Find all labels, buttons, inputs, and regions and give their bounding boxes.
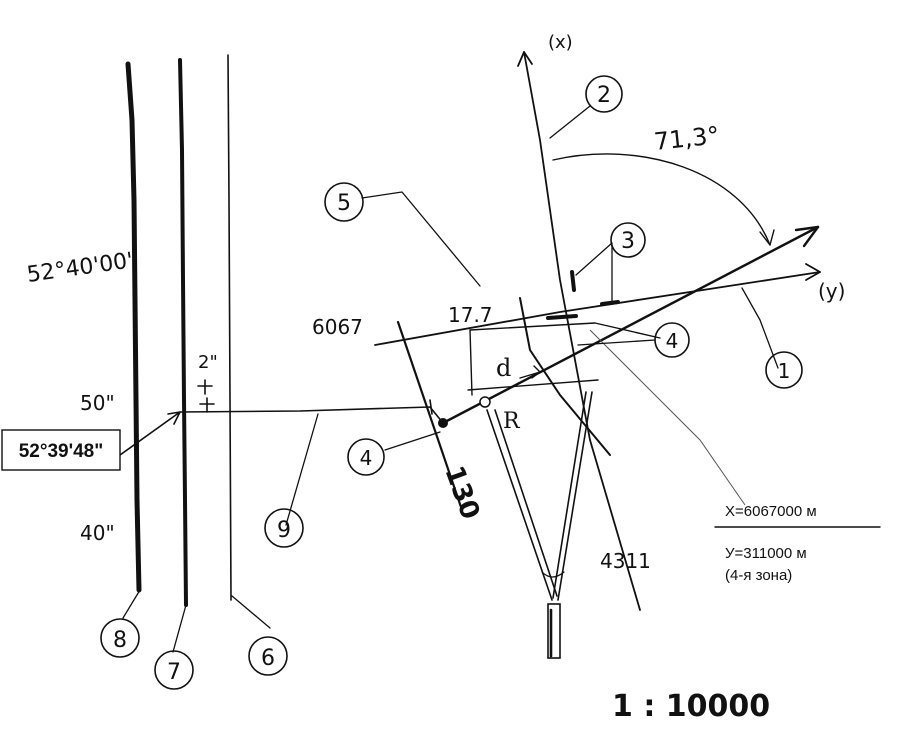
latitude-bottom-label: 40" — [80, 521, 115, 545]
callout-2: 2 — [585, 75, 623, 113]
callout-7-label: 7 — [167, 660, 181, 685]
mark-3b — [600, 300, 620, 306]
v-shape-arc — [541, 571, 565, 578]
letter-d: d — [496, 354, 511, 382]
x-axis-label: (x) — [548, 32, 573, 53]
boxed-lat-arrow — [119, 411, 181, 456]
frame-line-6 — [227, 54, 232, 601]
interval-label: 2" — [198, 352, 218, 373]
callout-4-left: 4 — [347, 438, 385, 476]
callout-2-label: 2 — [597, 83, 611, 108]
callout-3: 3 — [610, 222, 646, 258]
angle-label: 71,3° — [653, 121, 721, 156]
callout-6-label: 6 — [261, 646, 275, 671]
coord-y-text: У=311000 м — [725, 545, 807, 562]
mark-17-7 — [546, 314, 578, 320]
x-axis-arrowhead — [517, 51, 533, 67]
callout-9-label: 9 — [277, 518, 291, 543]
grid-line-lower — [467, 379, 599, 391]
callout-3-label: 3 — [621, 229, 635, 254]
latitude-mid-label: 50" — [80, 391, 115, 415]
angle-arc — [552, 153, 771, 246]
callout-9: 9 — [264, 508, 304, 548]
distance-17-7-label: 17.7 — [448, 303, 493, 327]
callout-1: 1 — [765, 351, 803, 389]
callout-5-label: 5 — [337, 191, 351, 216]
frame-line-8 — [125, 61, 142, 593]
letter-R: R — [503, 409, 521, 434]
perpendicular-line-2 — [519, 297, 611, 456]
callout-8-label: 8 — [113, 628, 127, 653]
coord-leader — [589, 329, 746, 506]
station-point — [438, 418, 448, 428]
open-point — [479, 396, 491, 408]
angle-arc-head — [759, 229, 775, 246]
callout-leaders — [122, 105, 779, 653]
grid-y-label: 4311 — [600, 549, 651, 573]
distance-130-label: 130 — [438, 462, 485, 523]
direction-arrowhead — [794, 225, 820, 248]
frame-lines — [125, 54, 232, 607]
callout-4-right-label: 4 — [666, 329, 679, 353]
mark-3a — [570, 270, 576, 292]
y-axis-label: (y) — [818, 279, 845, 303]
y-axis-line — [374, 271, 821, 346]
boxed-latitude-text: 52°39'48" — [19, 441, 104, 462]
v-shape-right — [552, 391, 593, 601]
frame-line-7 — [178, 58, 188, 607]
callout-7: 7 — [154, 650, 194, 690]
grid-line-upper — [469, 322, 661, 339]
y-axis-arrowhead — [805, 263, 821, 281]
direction-arrow — [441, 225, 820, 425]
x-axis-line — [523, 51, 641, 611]
v-shape-stem — [547, 603, 561, 659]
d-arrow — [519, 365, 541, 379]
boxed-latitude: 52°39'48" — [1, 429, 121, 471]
grid-line-vertical — [469, 329, 473, 396]
callout-4-left-label: 4 — [360, 446, 373, 470]
callout-5: 5 — [324, 182, 364, 222]
v-shape-left — [486, 409, 558, 601]
coord-zone-text: (4-я зона) — [725, 567, 792, 584]
latitude-top-label: 52°40'00" — [25, 248, 139, 288]
interval-ticks — [197, 379, 215, 413]
callout-8: 8 — [100, 618, 140, 658]
callout-6: 6 — [248, 636, 288, 676]
coord-x-text: X=6067000 м — [725, 503, 817, 520]
callout-1-label: 1 — [778, 359, 791, 383]
line-9-tick — [429, 399, 433, 415]
callout-4-right: 4 — [654, 322, 690, 358]
line-9 — [179, 406, 444, 424]
scale-label: 1 : 10000 — [612, 689, 770, 724]
perpendicular-line — [396, 320, 464, 512]
grid-x-label: 6067 — [312, 315, 363, 339]
